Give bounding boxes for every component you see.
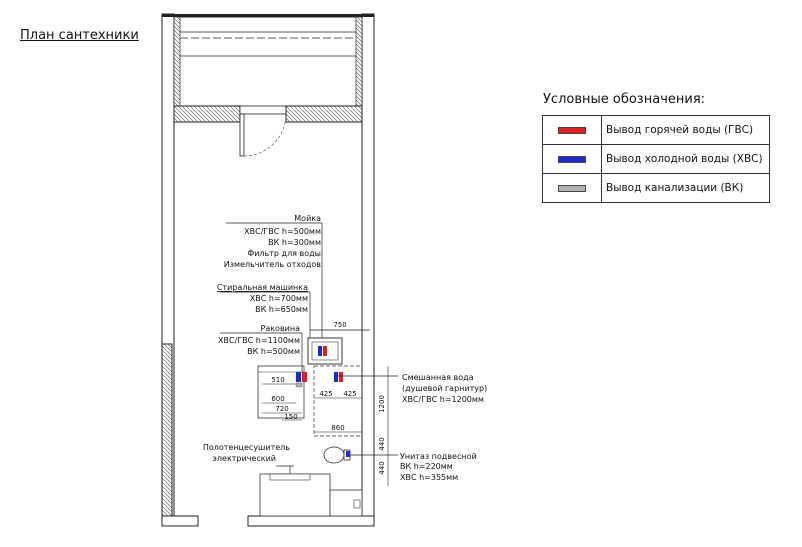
basin-label: Раковина (261, 324, 301, 333)
sink-line2: ВК h=300мм (268, 238, 321, 247)
legend-label-sewer: Вывод канализации (ВК) (601, 173, 770, 203)
svg-text:860: 860 (331, 424, 344, 432)
sink-line3: Фильтр для воды (247, 249, 321, 258)
page-title: План сантехники (20, 28, 139, 43)
toilet-line3: ХВС h=355мм (400, 473, 458, 482)
legend-row-sewer: Вывод канализации (ВК) (542, 173, 770, 203)
hot-water-swatch (558, 126, 586, 134)
cold-water-swatch (558, 155, 586, 163)
svg-text:750: 750 (333, 321, 346, 329)
dim-750: 750 (310, 321, 370, 331)
toilet-line2: ВК h=220мм (400, 462, 453, 471)
sink-callout: Мойка ХВС/ГВС h=500мм ВК h=300мм Фильтр … (224, 214, 323, 338)
legend-row-cold: Вывод холодной воды (ХВС) (542, 144, 770, 174)
legend-label-cold: Вывод холодной воды (ХВС) (601, 144, 770, 174)
legend-table: Вывод горячей воды (ГВС) Вывод холодной … (542, 115, 770, 203)
basin-callout: Раковина ХВС/ГВС h=1100мм ВК h=500мм (218, 324, 303, 372)
washer-line2: ВК h=650мм (255, 305, 308, 314)
basin-line2: ВК h=500мм (247, 347, 300, 356)
sink-label: Мойка (294, 214, 321, 223)
svg-text:150: 150 (284, 413, 297, 421)
svg-text:720: 720 (275, 405, 288, 413)
door (239, 113, 287, 157)
sink-line1: ХВС/ГВС h=500мм (244, 227, 321, 236)
sink-line4: Измельчитель отходов (224, 260, 322, 269)
svg-text:1200: 1200 (378, 395, 386, 413)
shower-line3: ХВС/ГВС h=1200мм (402, 395, 484, 404)
sewer-swatch (558, 184, 586, 192)
walls (161, 13, 375, 527)
svg-text:510: 510 (271, 376, 284, 384)
washer-label: Стиральная машинка (217, 283, 308, 292)
legend-heading: Условные обозначения: (543, 92, 706, 107)
shower-line2: (душевой гарнитур) (402, 384, 487, 393)
toilet-line1: Унитаз подвесной (400, 452, 477, 461)
svg-text:600: 600 (271, 395, 284, 403)
svg-text:425: 425 (319, 390, 332, 398)
svg-text:440: 440 (378, 461, 386, 474)
shower-callout: Смешанная вода (душевой гарнитур) ХВС/ГВ… (402, 373, 487, 404)
dim-right: 1200 440 440 (378, 366, 389, 486)
svg-text:425: 425 (343, 390, 356, 398)
shower-line1: Смешанная вода (402, 373, 474, 382)
svg-text:440: 440 (378, 437, 386, 450)
towel-line2: электрический (213, 454, 276, 463)
towel-callout: Полотенцесушитель электрический (203, 443, 294, 474)
bottom-fixtures (259, 473, 363, 517)
towel-line1: Полотенцесушитель (203, 443, 290, 452)
basin-area (257, 346, 343, 419)
top-alcove (173, 16, 363, 123)
toilet: Унитаз подвесной ВК h=220мм ХВС h=355мм (323, 446, 477, 482)
dim-left-chain: 510 600 720 150 (262, 376, 302, 421)
basin-line1: ХВС/ГВС h=1100мм (218, 336, 300, 345)
washer-line1: ХВС h=700мм (250, 294, 308, 303)
